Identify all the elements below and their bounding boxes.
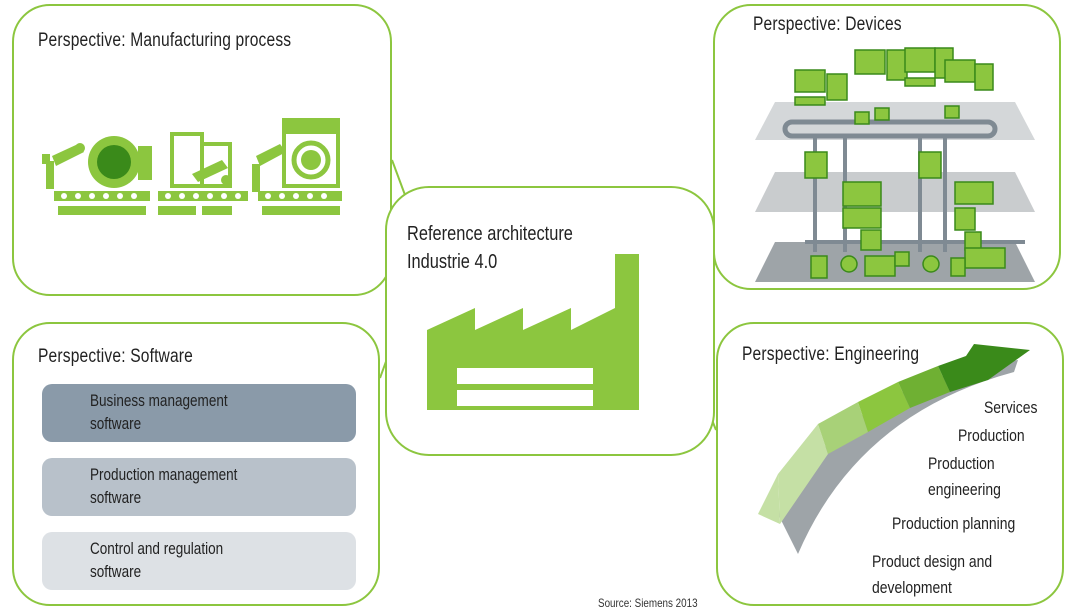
- manufacturing-line-icon: [42, 118, 342, 215]
- manufacturing-title: Perspective: Manufacturing process: [38, 30, 292, 51]
- control-label-line2: software: [90, 563, 142, 581]
- engineering-title: Perspective: Engineering: [742, 344, 920, 365]
- business-label-line2: software: [90, 415, 142, 433]
- business-label-line1: Business management: [90, 392, 228, 410]
- stage-product-design-1: Product design and: [872, 552, 993, 571]
- reference-architecture-panel: Reference architecture Industrie 4.0: [385, 186, 715, 456]
- stage-services: Services: [984, 398, 1038, 417]
- devices-title: Perspective: Devices: [753, 14, 902, 35]
- software-layer-production: Production management software: [42, 458, 356, 516]
- software-layer-control: Control and regulation software: [42, 532, 356, 590]
- reference-title-line2: Industrie 4.0: [407, 251, 498, 273]
- software-layer-business: Business management software: [42, 384, 356, 442]
- production-label-line2: software: [90, 489, 142, 507]
- stage-production: Production: [958, 426, 1025, 445]
- devices-network-illustration: [755, 47, 1035, 282]
- stage-production-engineering-1: Production: [928, 454, 995, 473]
- software-title: Perspective: Software: [38, 346, 193, 367]
- manufacturing-perspective-panel: Perspective: Manufacturing process: [12, 4, 392, 296]
- devices-perspective-panel: Perspective: Devices: [713, 4, 1061, 290]
- reference-title-line1: Reference architecture: [407, 223, 573, 245]
- engineering-arrow-icon: [758, 344, 1030, 554]
- stage-production-planning: Production planning: [892, 514, 1016, 533]
- control-label-line1: Control and regulation: [90, 540, 224, 558]
- source-credit: Source: Siemens 2013: [598, 596, 698, 610]
- production-label-line1: Production management: [90, 466, 238, 484]
- stage-production-engineering-2: engineering: [928, 480, 1001, 499]
- factory-icon: [427, 254, 639, 410]
- software-perspective-panel: Perspective: Software Business managemen…: [12, 322, 380, 606]
- stage-product-design-2: development: [872, 578, 952, 597]
- engineering-perspective-panel: Perspective: Engineering Services Produc…: [716, 322, 1064, 606]
